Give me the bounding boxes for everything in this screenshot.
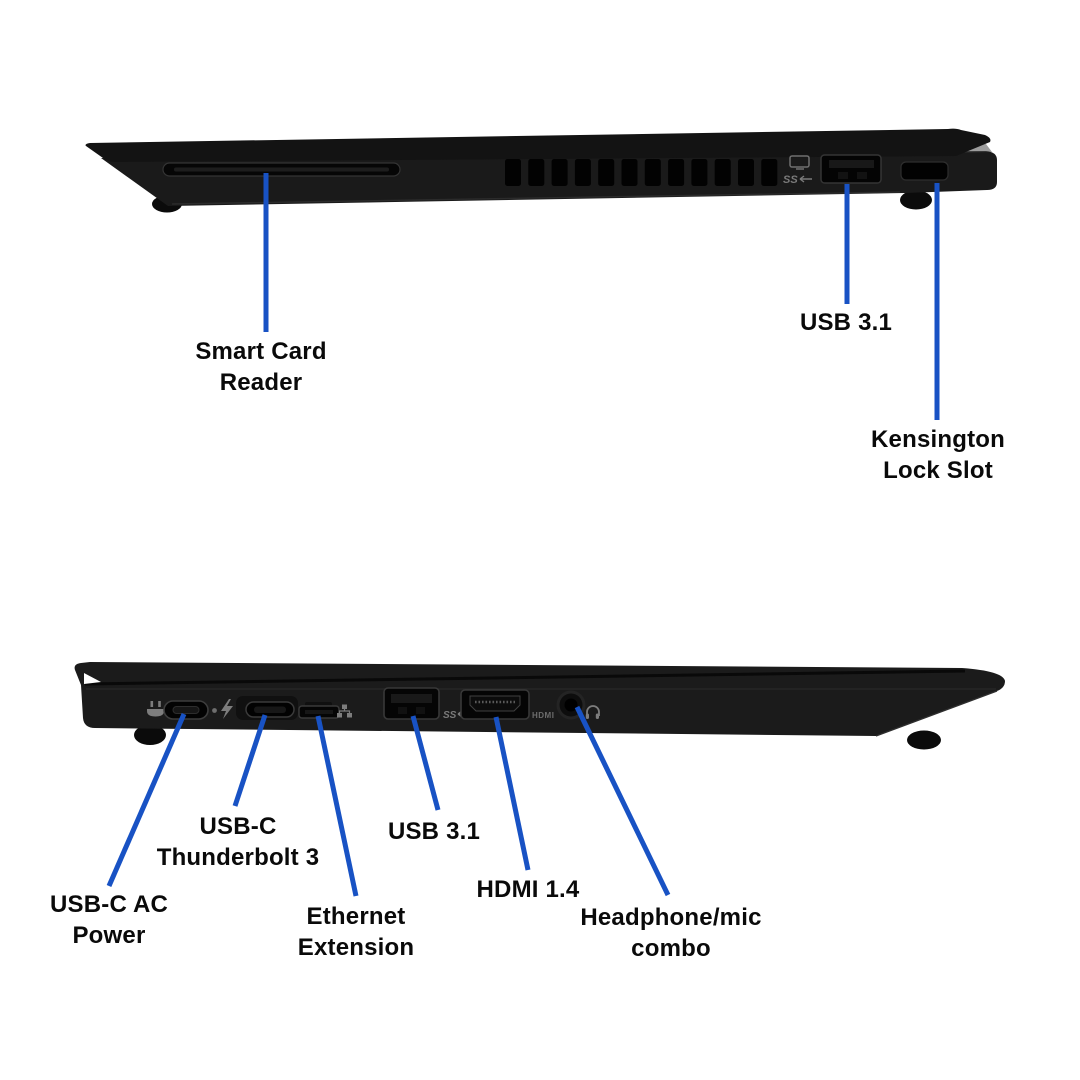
leader-line-usbc-ac-power (106, 713, 187, 887)
usb-c-power-port (163, 700, 209, 720)
label-usbc-thunderbolt3: USB-C Thunderbolt 3 (156, 813, 320, 871)
status-led (212, 708, 217, 713)
thunderbolt-icon (221, 699, 233, 719)
label-kensington-lock-slot: Kensington Lock Slot (871, 426, 1005, 484)
taper-edge (875, 690, 998, 737)
headphone-icon (585, 705, 600, 719)
vent-grille (505, 159, 778, 186)
leader-lines (106, 173, 940, 897)
svg-text:SS: SS (783, 174, 798, 186)
rubber-foot (134, 725, 166, 745)
leader-line-ethernet (315, 715, 359, 897)
usb-c-thunderbolt-port (236, 696, 298, 720)
leader-line-hdmi (493, 716, 531, 871)
rubber-foot (907, 730, 941, 750)
usb-a-port (820, 154, 882, 184)
leader-line-thunderbolt (232, 714, 268, 807)
ethernet-icon (337, 704, 352, 718)
power-plug-icon (147, 701, 164, 717)
kensington-lock-slot (900, 161, 949, 181)
label-usbc-ac-power: USB-C AC Power (49, 891, 169, 949)
label-smart-card-reader: Smart Card Reader (195, 338, 327, 396)
label-usb31-bottom: USB 3.1 (387, 818, 481, 845)
hdmi-port (460, 689, 530, 720)
svg-text:SS: SS (443, 710, 457, 721)
leader-line-usb31-bottom (410, 715, 441, 811)
label-hdmi14: HDMI 1.4 (476, 876, 580, 903)
smart-card-slot (162, 162, 401, 177)
label-ethernet-extension: Ethernet Extension (297, 903, 415, 961)
hdmi-port-label: HDMI (532, 711, 554, 720)
top-laptop: SS (85, 128, 997, 213)
label-usb31-top: USB 3.1 (799, 309, 893, 336)
rubber-foot (900, 190, 932, 210)
lid-seam (84, 669, 966, 686)
body-seam (171, 191, 901, 205)
ethernet-extension-port (298, 702, 340, 719)
superspeed-usb-icon: SS (783, 174, 812, 186)
bottom-laptop: SS HDMI (74, 662, 1006, 750)
display-icon (789, 155, 810, 170)
lid-notch (84, 673, 101, 684)
laptop-lid (85, 128, 991, 162)
leader-line-headphone (574, 705, 671, 897)
usb-a-port (383, 687, 440, 720)
label-headphone-mic-combo: Headphone/mic combo (580, 904, 762, 962)
